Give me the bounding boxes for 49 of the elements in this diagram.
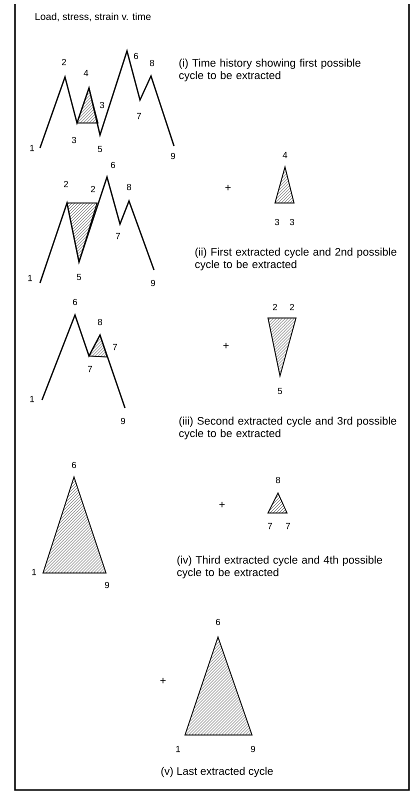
point-number: 9 — [150, 280, 156, 286]
point-number: 2 — [90, 186, 96, 192]
point-number: 2 — [64, 180, 68, 188]
point-number: 5 — [76, 274, 82, 280]
point-number: 3 — [72, 136, 76, 144]
caption: (iv) Third extracted cycle and 4th possible cycle to be extracted — [177, 556, 382, 578]
plus-sign: + — [219, 502, 225, 508]
point-number: 1 — [28, 274, 32, 282]
point-number: 9 — [104, 582, 110, 588]
point-number: 2 — [62, 58, 66, 66]
point-number: 2 — [290, 304, 294, 310]
point-number: 8 — [126, 184, 132, 190]
plus-sign: + — [160, 678, 166, 684]
point-number: 4 — [84, 70, 88, 76]
plus-sign: + — [225, 184, 231, 190]
point-number: 7 — [116, 232, 120, 240]
point-number: 7 — [268, 522, 272, 530]
point-number: 7 — [286, 522, 290, 530]
point-number: 6 — [216, 618, 220, 626]
point-number: 5 — [98, 146, 102, 152]
point-number: 7 — [88, 366, 92, 372]
point-number: 9 — [170, 152, 176, 160]
point-number: 7 — [136, 112, 142, 120]
point-number: 1 — [30, 396, 34, 402]
point-number: 6 — [72, 462, 76, 468]
point-number: 6 — [72, 298, 78, 306]
caption: (iii) Second extracted cycle and 3rd possible cycle to be extracted — [179, 416, 396, 440]
point-number: 9 — [120, 418, 126, 424]
point-number: 8 — [98, 318, 102, 326]
point-number: 2 — [272, 304, 278, 310]
point-number: 6 — [134, 52, 138, 60]
point-number: 1 — [32, 568, 36, 576]
caption: (ii) First extracted cycle and 2nd possible cycle to be extracted — [195, 248, 396, 270]
point-number: 8 — [150, 60, 154, 66]
point-number: 9 — [250, 746, 256, 752]
caption: (v) Last extracted cycle — [161, 766, 273, 778]
point-number: 3 — [274, 218, 280, 226]
axis-label: Load, stress, strain v. time — [36, 12, 151, 22]
point-number: 5 — [278, 388, 282, 394]
point-number: 3 — [290, 218, 294, 226]
point-number: 6 — [110, 162, 116, 168]
caption: (i) Time history showing first possible cycle to be extracted — [179, 58, 360, 82]
point-number: 1 — [176, 746, 180, 752]
point-number: 8 — [276, 476, 280, 484]
point-number: 7 — [112, 344, 118, 350]
point-number: 1 — [30, 144, 34, 152]
point-number: 4 — [282, 152, 288, 158]
point-number: 3 — [100, 102, 104, 108]
plus-sign: + — [223, 342, 229, 348]
